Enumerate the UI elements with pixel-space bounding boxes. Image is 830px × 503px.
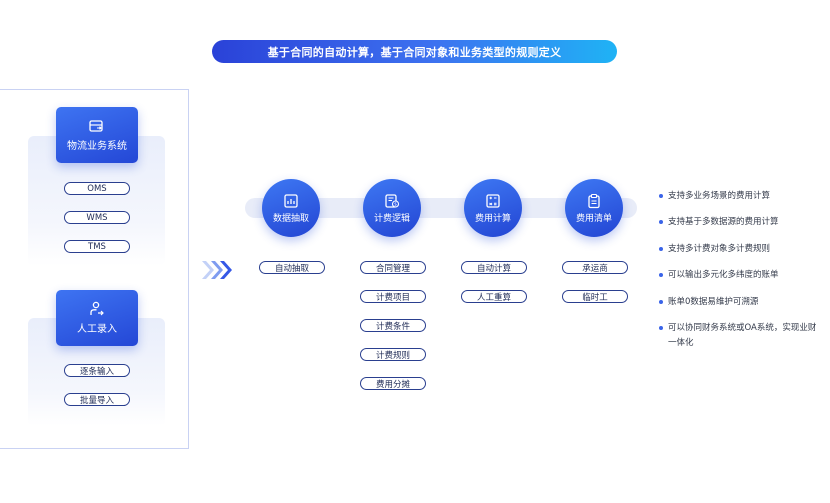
header-title: 基于合同的自动计算，基于合同对象和业务类型的规则定义 xyxy=(267,45,562,59)
header-banner: 基于合同的自动计算，基于合同对象和业务类型的规则定义 xyxy=(212,40,617,63)
bullet-dot-icon xyxy=(659,300,663,304)
source-tile-logistics: 物流业务系统 xyxy=(56,107,138,163)
source-item-single-input: 逐条输入 xyxy=(64,364,130,377)
calculator-icon xyxy=(486,193,500,208)
feature-item: 支持基于多数据源的费用计算 xyxy=(659,215,820,230)
step-label: 数据抽取 xyxy=(272,213,309,224)
person-input-icon xyxy=(90,301,104,316)
billing-logic-icon: $ xyxy=(385,193,400,208)
feature-item: 可以输出多元化多纬度的账单 xyxy=(659,268,820,283)
bullet-dot-icon xyxy=(659,273,663,277)
source-item-wms: WMS xyxy=(64,211,130,224)
source-label: 物流业务系统 xyxy=(67,141,127,152)
step-item-auto-extract: 自动抽取 xyxy=(259,261,325,274)
step-billing-logic: $ 计费逻辑 xyxy=(363,179,421,237)
step-label: 费用清单 xyxy=(575,213,612,224)
step-fee-list: 费用清单 xyxy=(565,179,623,237)
step-item-billing-rules: 计费规则 xyxy=(360,348,426,361)
step-label: 费用计算 xyxy=(474,213,511,224)
feature-item: 可以协同财务系统或OA系统，实现业财一体化 xyxy=(659,321,820,351)
step-item-temp-worker: 临时工 xyxy=(562,290,628,303)
feature-item: 支持多业务场景的费用计算 xyxy=(659,189,820,204)
step-item-auto-calc: 自动计算 xyxy=(461,261,527,274)
step-item-manual-recalc: 人工重算 xyxy=(461,290,527,303)
bullet-dot-icon xyxy=(659,326,663,330)
step-item-cost-allocation: 费用分摊 xyxy=(360,377,426,390)
step-item-billing-items: 计费项目 xyxy=(360,290,426,303)
step-label: 计费逻辑 xyxy=(373,213,410,224)
step-fee-calc: 费用计算 xyxy=(464,179,522,237)
step-item-billing-conditions: 计费条件 xyxy=(360,319,426,332)
feature-item: 账单0数据易维护可溯源 xyxy=(659,295,820,310)
step-item-contract: 合同管理 xyxy=(360,261,426,274)
source-item-tms: TMS xyxy=(64,240,130,253)
data-extract-icon xyxy=(284,193,298,208)
flow-arrows-icon xyxy=(202,261,232,279)
source-item-batch-import: 批量导入 xyxy=(64,393,130,406)
bullet-dot-icon xyxy=(659,247,663,251)
source-tile-manual: 人工录入 xyxy=(56,290,138,346)
truck-icon xyxy=(89,120,103,132)
bullet-dot-icon xyxy=(659,194,663,198)
clipboard-list-icon xyxy=(588,193,600,208)
bullet-dot-icon xyxy=(659,220,663,224)
feature-item: 支持多计费对象多计费规则 xyxy=(659,242,820,257)
svg-text:$: $ xyxy=(394,201,397,207)
process-lane xyxy=(245,198,637,218)
source-label: 人工录入 xyxy=(77,324,117,335)
step-item-carrier: 承运商 xyxy=(562,261,628,274)
step-data-extract: 数据抽取 xyxy=(262,179,320,237)
source-item-oms: OMS xyxy=(64,182,130,195)
